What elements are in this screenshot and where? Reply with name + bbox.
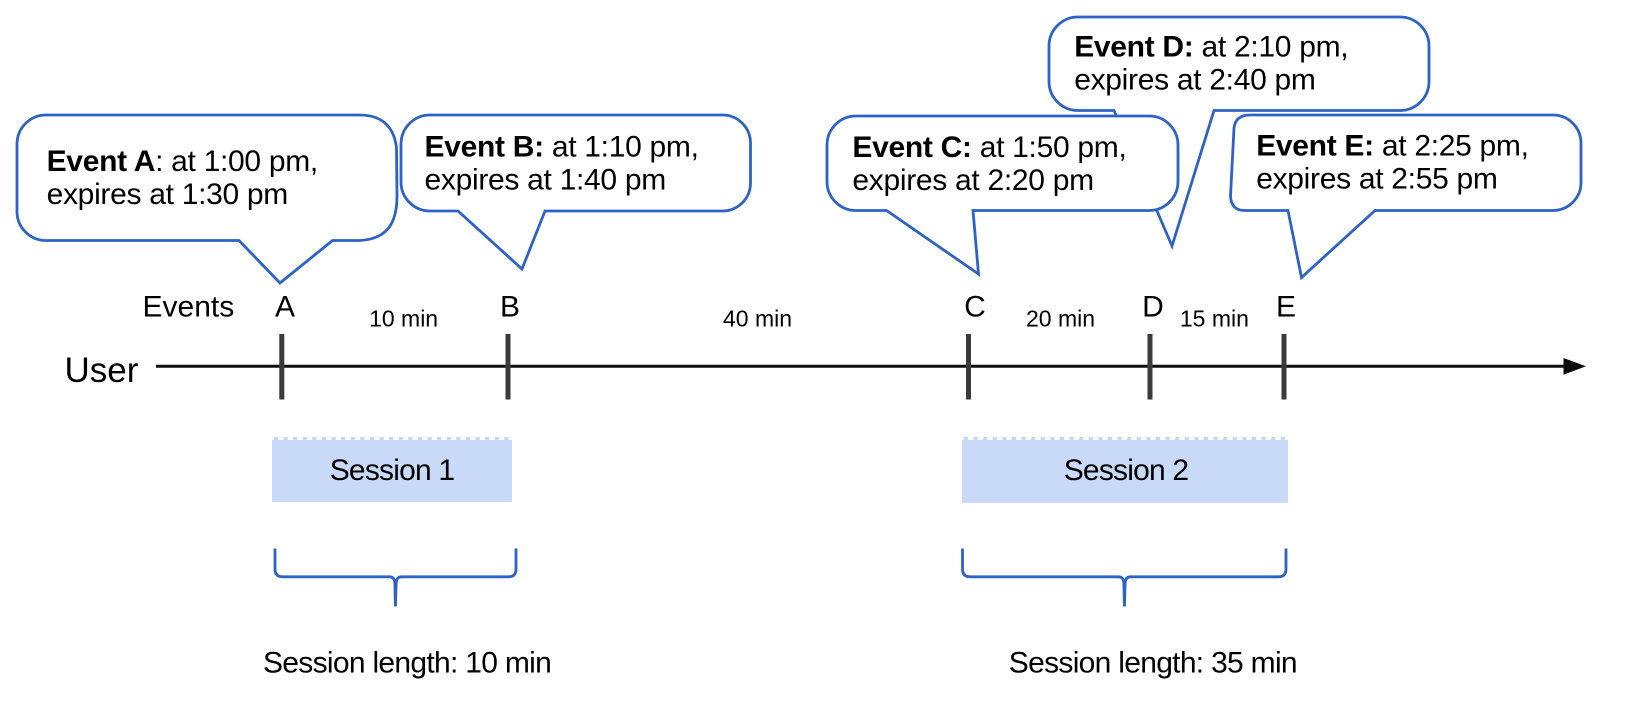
svg-text:expires at 2:20 pm: expires at 2:20 pm bbox=[852, 164, 1093, 197]
svg-text:D: D bbox=[1142, 291, 1164, 324]
svg-text:A: A bbox=[275, 291, 295, 324]
svg-text:Event B: at 1:10 pm,: Event B: at 1:10 pm, bbox=[425, 130, 699, 163]
svg-text:40 min: 40 min bbox=[723, 306, 792, 332]
svg-text:Session 1: Session 1 bbox=[330, 454, 455, 487]
svg-text:E: E bbox=[1276, 291, 1296, 324]
svg-text:expires at 2:55 pm: expires at 2:55 pm bbox=[1256, 162, 1497, 195]
svg-text:20 min: 20 min bbox=[1026, 306, 1095, 332]
svg-text:Event E: at 2:25 pm,: Event E: at 2:25 pm, bbox=[1256, 129, 1528, 162]
svg-text:Events: Events bbox=[143, 291, 235, 324]
svg-text:Session length: 35 min: Session length: 35 min bbox=[1009, 647, 1297, 680]
svg-text:Session length: 10 min: Session length: 10 min bbox=[263, 647, 551, 680]
svg-text:15 min: 15 min bbox=[1180, 306, 1249, 332]
svg-text:expires at 1:30 pm: expires at 1:30 pm bbox=[47, 178, 288, 211]
svg-text:expires at 2:40 pm: expires at 2:40 pm bbox=[1074, 63, 1315, 96]
svg-text:C: C bbox=[964, 291, 986, 324]
svg-text:B: B bbox=[500, 291, 520, 324]
svg-text:Event A: at 1:00 pm,: Event A: at 1:00 pm, bbox=[47, 145, 318, 178]
svg-text:Event C: at 1:50 pm,: Event C: at 1:50 pm, bbox=[852, 131, 1126, 164]
svg-text:User: User bbox=[65, 351, 139, 390]
svg-text:expires at 1:40 pm: expires at 1:40 pm bbox=[425, 163, 666, 196]
svg-text:Event D: at 2:10 pm,: Event D: at 2:10 pm, bbox=[1074, 30, 1348, 63]
svg-text:Session 2: Session 2 bbox=[1064, 454, 1189, 487]
svg-text:10 min: 10 min bbox=[369, 306, 438, 332]
